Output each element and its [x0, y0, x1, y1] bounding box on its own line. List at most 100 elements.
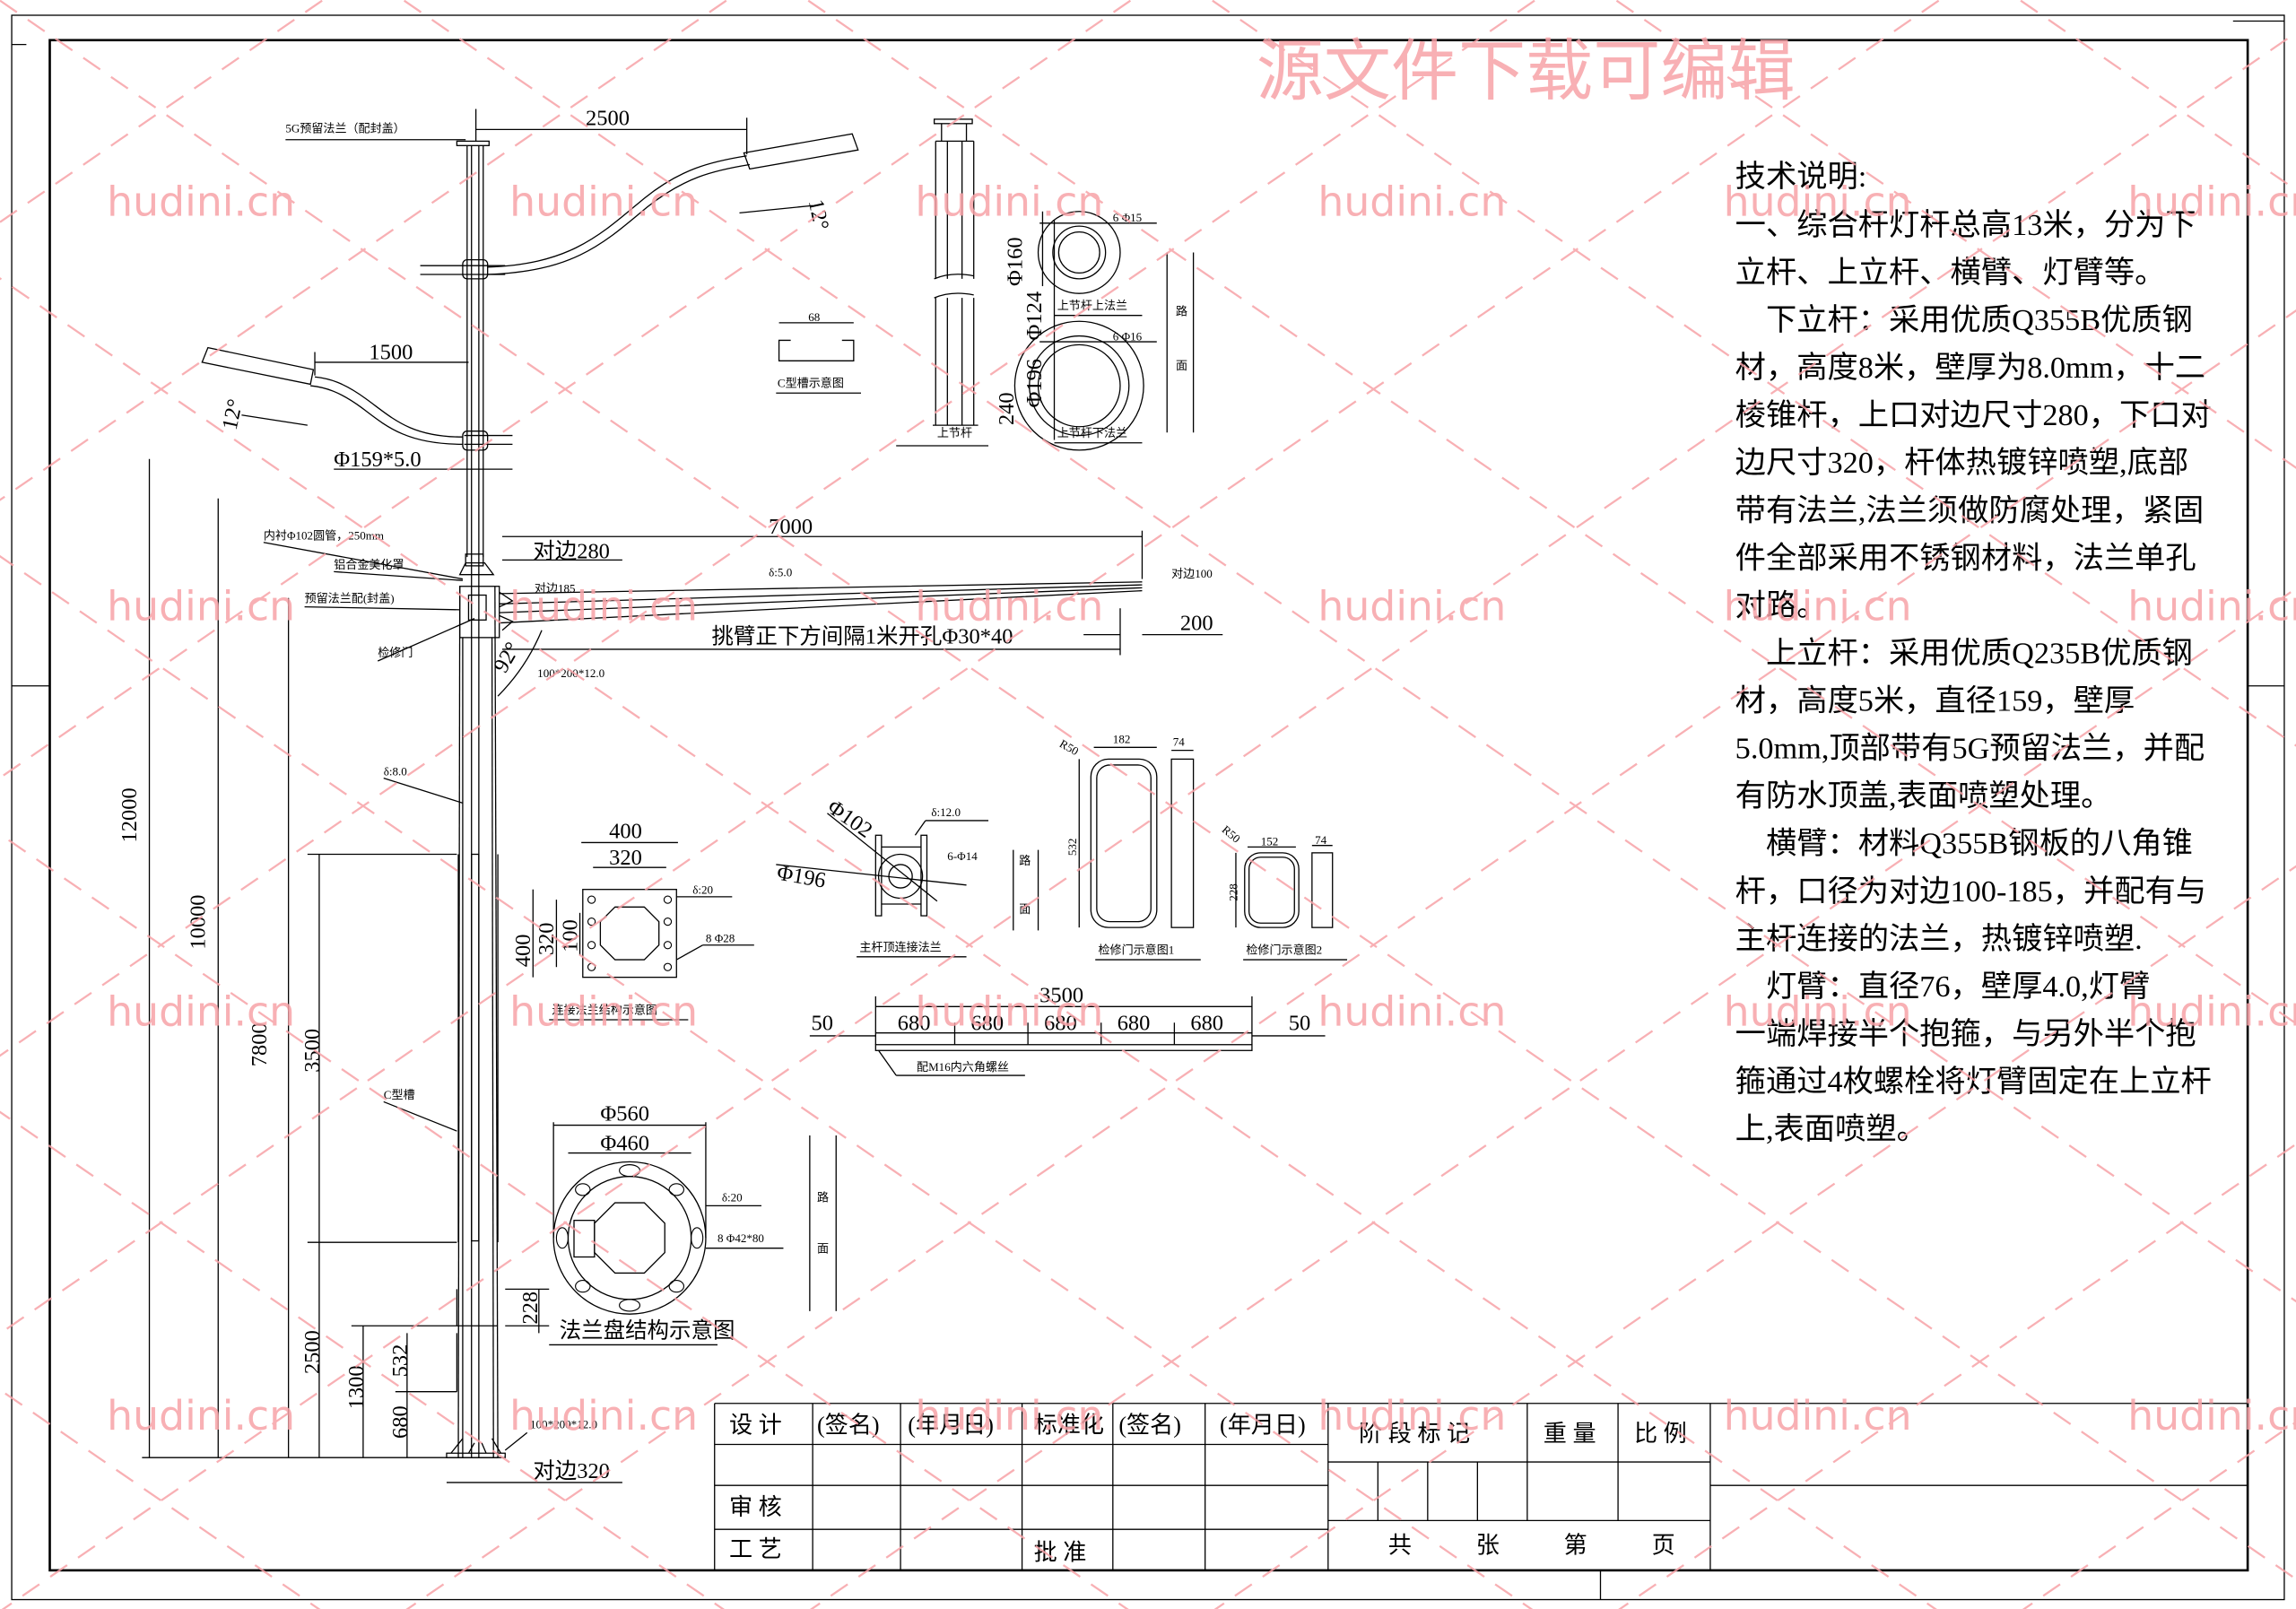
- top-flange-outer: Φ160: [1004, 237, 1028, 286]
- watermark-line: [1213, 865, 2296, 1609]
- tb-stage-mark: 阶 段 标 记: [1359, 1421, 1470, 1447]
- c-channel-title: C型槽示意图: [778, 377, 844, 390]
- note-line: 灯臂：直径76，壁厚4.0,灯臂: [1735, 970, 2151, 1004]
- height-680: 680: [388, 1405, 413, 1439]
- bolt-margin-right: 50: [1289, 1011, 1310, 1035]
- note-line: 杆，口径为对边100-185，并配有与: [1735, 874, 2206, 909]
- main-pole-labels: 5G预留法兰（配封盖） 2500 12° 1500 12° Φ159*5.0 内…: [117, 106, 833, 1483]
- arm-tip-across: 对边100: [1171, 567, 1213, 580]
- tb-review: 审 核: [729, 1494, 782, 1520]
- door1-width: 182: [1113, 732, 1131, 745]
- top-flange-title: 上节杆上法兰: [1057, 299, 1127, 312]
- tb-page: 页: [1652, 1532, 1675, 1558]
- door1-depth: 74: [1173, 735, 1186, 749]
- watermark-site: hudini.cn: [1724, 178, 1912, 226]
- note-line: 一端焊接半个抱箍，与另外半个抱: [1735, 1017, 2196, 1051]
- watermark-site: hudini.cn: [1724, 1392, 1912, 1439]
- watermark-line: [0, 0, 1940, 1335]
- watermark-line: [0, 0, 1132, 779]
- door2-title: 检修门示意图2: [1246, 944, 1322, 957]
- cf-v-outer: 400: [511, 935, 535, 968]
- arm-hole-note: 挑臂正下方间隔1米开孔Φ30*40: [711, 623, 1013, 648]
- watermark-site: hudini.cn: [915, 582, 1103, 630]
- watermark-site: hudini.cn: [1318, 988, 1506, 1036]
- cf-inner: 320: [609, 846, 642, 870]
- watermark-line: [1212, 0, 2296, 747]
- c-channel-detail: 68 C型槽示意图: [776, 310, 861, 394]
- note-line: 棱锥杆，上口对边尺寸280，下口对: [1735, 398, 2212, 432]
- tcf-title: 主杆顶连接法兰: [859, 940, 941, 953]
- door2-height: 228: [1227, 883, 1240, 901]
- title-block: 设 计 (签名) (年月日) 标准化 (签名) (年月日) 审 核 工 艺 批 …: [714, 1403, 2248, 1570]
- bf-title: 法兰盘结构示意图: [560, 1318, 735, 1343]
- tb-signature: (签名): [1118, 1412, 1181, 1438]
- cf-thickness: δ:20: [692, 883, 713, 897]
- bf-outer: Φ560: [600, 1102, 649, 1126]
- tb-sheets: 张: [1476, 1532, 1500, 1558]
- tb-date: (年月日): [1220, 1412, 1306, 1438]
- door1-title: 检修门示意图1: [1098, 944, 1174, 957]
- tb-weight: 重 量: [1544, 1421, 1596, 1447]
- bottom-flange-title: 上节杆下法兰: [1057, 426, 1127, 439]
- note-line: 边尺寸320，杆体热镀锌喷塑,底部: [1735, 446, 2188, 480]
- bolt-bar-note: 配M16内六角螺丝: [917, 1060, 1009, 1074]
- watermark-site: hudini.cn: [107, 582, 295, 630]
- bottom-flange-inner: Φ196: [1022, 359, 1047, 408]
- watermark-site: hudini.cn: [1318, 1392, 1506, 1439]
- top-flange-inner: Φ124: [1022, 291, 1047, 341]
- arm-tip-offset: 200: [1180, 612, 1213, 636]
- height-12000: 12000: [117, 787, 142, 842]
- note-line: 下立杆：采用优质Q355B优质钢: [1735, 303, 2193, 337]
- connect-flange-detail: 400 320 400 320 100 δ:20 8 Φ28 连接法兰结构示意图: [511, 820, 754, 1021]
- bottom-across: 对边320: [533, 1458, 610, 1483]
- note-line: 材，高度5米，直径159，壁厚: [1735, 684, 2135, 718]
- tb-number: 第: [1564, 1532, 1587, 1558]
- note-line: 上立杆：采用优质Q235B优质钢: [1735, 636, 2193, 670]
- liner-label: 内衬Φ102圆管，250mm: [264, 528, 384, 542]
- tb-design: 设 计: [729, 1412, 782, 1438]
- road-label: 路: [1019, 854, 1031, 867]
- road-label: 路: [817, 1190, 829, 1204]
- watermark-site: hudini.cn: [1724, 988, 1912, 1036]
- door2-depth: 74: [1315, 833, 1327, 847]
- sheet-frame: [11, 14, 2285, 1601]
- watermark-site: hudini.cn: [915, 988, 1103, 1036]
- road-label: 面: [817, 1242, 829, 1256]
- note-line: 对路。: [1735, 588, 1828, 622]
- wall-label: δ:8.0: [384, 764, 408, 778]
- bolt-bar-total: 3500: [1039, 983, 1083, 1007]
- tcf-thickness: δ:12.0: [931, 805, 961, 819]
- bf-holes: 8 Φ42*80: [718, 1231, 764, 1245]
- tb-approve: 批 准: [1034, 1539, 1087, 1565]
- height-532: 532: [388, 1344, 413, 1378]
- bf-inner: Φ460: [600, 1131, 649, 1155]
- height-3500: 3500: [300, 1029, 325, 1073]
- bolt-bar-detail: 3500 680 680 680 680 680 50 50 配M16内六角螺丝: [809, 983, 1326, 1076]
- bolt-margin-left: 50: [811, 1011, 832, 1035]
- door1-height: 532: [1065, 839, 1079, 857]
- note-line: 立杆、上立杆、横臂、灯臂等。: [1735, 256, 2166, 290]
- height-2500: 2500: [300, 1330, 325, 1374]
- bolt-spacing: 680: [1190, 1011, 1223, 1035]
- note-line: 上,表面喷塑。: [1735, 1112, 1927, 1146]
- watermark-site: hudini.cn: [509, 988, 698, 1036]
- reserved-flange-label: 预留法兰配(封盖): [305, 592, 395, 605]
- watermark-site: hudini.cn: [107, 988, 295, 1036]
- top-across: 对边280: [533, 539, 610, 564]
- cover-label: 铝合金美化罩: [334, 558, 404, 571]
- arm-length: 7000: [769, 515, 813, 539]
- cf-title: 连接法兰结构示意图: [552, 1003, 657, 1016]
- watermark-site: hudini.cn: [509, 178, 698, 226]
- watermark-site: hudini.cn: [915, 1392, 1103, 1439]
- watermark-site: hudini.cn: [1724, 582, 1912, 630]
- note-line: 材，高度8米，壁厚为8.0mm，十二: [1735, 351, 2205, 385]
- upper-arm-length: 2500: [586, 106, 630, 130]
- watermark-line: [0, 832, 1129, 1609]
- base-flange-detail: Φ560 Φ460 δ:20 8 Φ42*80 法兰盘结构示意图 路 面: [549, 1102, 837, 1346]
- bolt-spacing: 680: [898, 1011, 931, 1035]
- upper-pole-size: Φ159*5.0: [334, 448, 421, 472]
- watermark-site: hudini.cn: [107, 1392, 295, 1439]
